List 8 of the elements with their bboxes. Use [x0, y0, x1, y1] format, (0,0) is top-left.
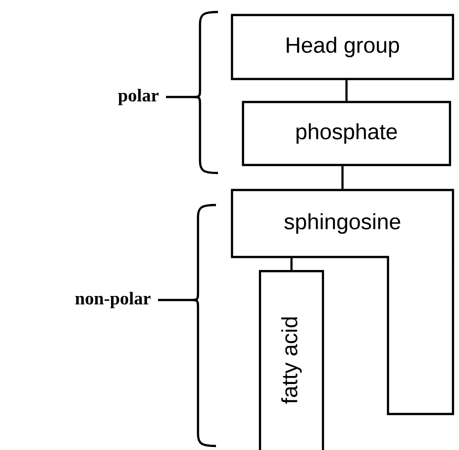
phosphate-box: phosphate [242, 100, 452, 166]
connector-line [341, 166, 344, 189]
region-label: polar [118, 88, 159, 106]
region-label: non-polar [75, 292, 151, 308]
connector-line [345, 80, 348, 101]
head-group-box: Head group [230, 14, 454, 80]
fatty-acid-box: fatty acid [258, 270, 324, 450]
connector-line [290, 258, 293, 270]
